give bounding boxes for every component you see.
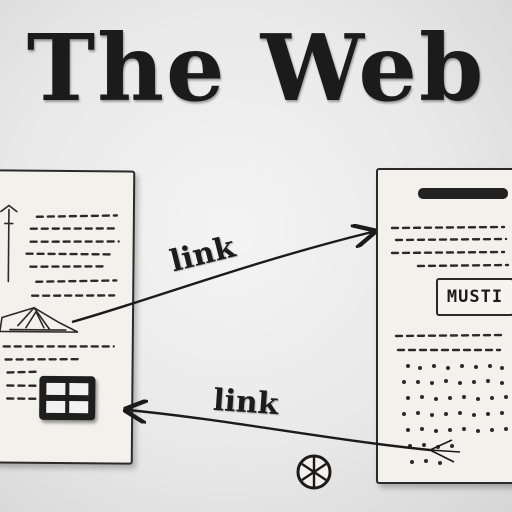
mountain-tent-sketch <box>0 204 79 333</box>
globe-icon <box>296 454 332 490</box>
page-title: The Web <box>26 14 486 122</box>
page-right-button: MUSTI <box>436 278 512 316</box>
arrow-icon <box>71 232 372 324</box>
header-bar <box>418 188 508 199</box>
page-left-text-scribbles <box>2 214 120 400</box>
link-label-back: link <box>211 382 280 423</box>
web-page-left <box>0 169 136 465</box>
page-right-text-scribbles <box>390 225 510 465</box>
arrow-icon <box>128 410 431 452</box>
dotted-text-block <box>402 364 508 465</box>
web-page-right: MUSTI <box>376 168 512 484</box>
